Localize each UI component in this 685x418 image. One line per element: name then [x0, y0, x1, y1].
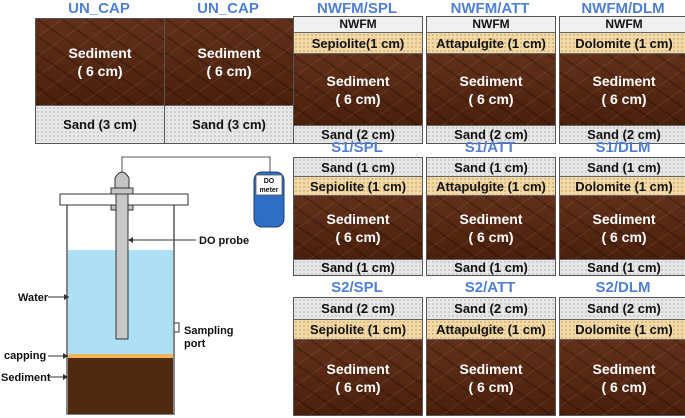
meter-label-line2: meter [259, 187, 278, 194]
panel-nwfm-att: NWFM Attapulgite (1 cm) Sediment ( 6 cm)… [426, 16, 556, 144]
sand-layer: Sand (1 cm) [427, 260, 555, 275]
panel-nwfm-spl: NWFM Sepiolite(1 cm) Sediment ( 6 cm) Sa… [293, 16, 423, 144]
water-label: Water [18, 292, 49, 304]
apparatus-diagram: DO meter DO probe Water Sampling port ca… [1, 156, 285, 415]
sediment-layer: Sediment ( 6 cm) [560, 340, 685, 415]
probe-cable [121, 156, 271, 172]
column-title-s1-spl: S1/SPL [331, 139, 383, 156]
meter-label-line1: DO [264, 178, 275, 185]
sediment-layer: Sediment ( 6 cm) [427, 54, 555, 126]
panel-s1-spl: Sand (1 cm) Sepiolite (1 cm) Sediment ( … [293, 157, 423, 276]
sand-layer: Sand (2 cm) [294, 126, 422, 143]
nwfm-layer: NWFM [294, 17, 422, 33]
column-title-s1-dlm: S1/DLM [595, 139, 651, 156]
sand-top-layer: Sand (1 cm) [294, 158, 422, 177]
panel-nwfm-dlm: NWFM Dolomite (1 cm) Sediment ( 6 cm) Sa… [559, 16, 685, 144]
cap-layer: Dolomite (1 cm) [560, 320, 685, 340]
cap-layer: Attapulgite (1 cm) [427, 320, 555, 340]
sediment-label: Sediment [1, 372, 51, 384]
sand-top-layer: Sand (2 cm) [560, 298, 685, 320]
sediment-layer: Sediment ( 6 cm) [560, 54, 685, 126]
sampling-port-label-line2: port [184, 338, 206, 350]
nwfm-layer: NWFM [427, 17, 555, 33]
sediment-layer: Sediment ( 6 cm) [294, 196, 422, 260]
sediment-body [68, 358, 173, 414]
column-title-uncap-1: UN_CAP [68, 0, 130, 17]
cap-layer: Dolomite (1 cm) [560, 177, 685, 196]
capping-layer [68, 354, 173, 358]
sand-layer: Sand (1 cm) [560, 260, 685, 275]
sand-top-layer: Sand (1 cm) [427, 158, 555, 177]
sediment-layer: Sediment ( 6 cm) [36, 19, 164, 106]
sand-top-layer: Sand (2 cm) [294, 298, 422, 320]
column-title-s2-spl: S2/SPL [331, 279, 383, 296]
sampling-port [173, 322, 180, 333]
probe-body [115, 193, 129, 340]
panel-s2-att: Sand (2 cm) Attapulgite (1 cm) Sediment … [426, 297, 556, 416]
probe-head-icon [114, 171, 130, 189]
capping-label: capping [4, 350, 46, 362]
column-title-nwfm-dlm: NWFM/DLM [581, 0, 665, 17]
sediment-layer: Sediment ( 6 cm) [294, 54, 422, 126]
nwfm-layer: NWFM [560, 17, 685, 33]
do-probe-label: DO probe [199, 235, 249, 247]
sediment-layer: Sediment ( 6 cm) [427, 340, 555, 415]
sediment-layer: Sediment ( 6 cm) [427, 196, 555, 260]
sediment-layer: Sediment ( 6 cm) [560, 196, 685, 260]
column-title-uncap-2: UN_CAP [197, 0, 259, 17]
sand-top-layer: Sand (2 cm) [427, 298, 555, 320]
column-title-nwfm-att: NWFM/ATT [450, 0, 530, 17]
cap-layer: Sepiolite(1 cm) [294, 33, 422, 54]
sand-layer: Sand (3 cm) [36, 106, 164, 143]
sand-layer: Sand (3 cm) [165, 106, 293, 143]
sediment-layer: Sediment ( 6 cm) [165, 19, 293, 106]
column-title-s1-att: S1/ATT [464, 139, 516, 156]
column-title-s2-dlm: S2/DLM [595, 279, 651, 296]
sampling-port-label-line1: Sampling [184, 325, 234, 337]
panel-uncap-2: Sediment ( 6 cm) Sand (3 cm) [164, 18, 294, 144]
cap-layer: Dolomite (1 cm) [560, 33, 685, 54]
sand-top-layer: Sand (1 cm) [560, 158, 685, 177]
cap-layer: Attapulgite (1 cm) [427, 33, 555, 54]
cap-layer: Sepiolite (1 cm) [294, 177, 422, 196]
cap-layer: Sepiolite (1 cm) [294, 320, 422, 340]
panel-s2-dlm: Sand (2 cm) Dolomite (1 cm) Sediment ( 6… [559, 297, 685, 416]
meter-display [255, 174, 283, 196]
probe-clamp [110, 187, 134, 195]
panel-s1-dlm: Sand (1 cm) Dolomite (1 cm) Sediment ( 6… [559, 157, 685, 276]
sediment-layer: Sediment ( 6 cm) [294, 340, 422, 415]
column-title-nwfm-spl: NWFM/SPL [317, 0, 397, 17]
panel-uncap-1: Sediment ( 6 cm) Sand (3 cm) [35, 18, 165, 144]
column-title-s2-att: S2/ATT [464, 279, 516, 296]
panel-s1-att: Sand (1 cm) Attapulgite (1 cm) Sediment … [426, 157, 556, 276]
cap-layer: Attapulgite (1 cm) [427, 177, 555, 196]
sand-layer: Sand (2 cm) [427, 126, 555, 143]
sand-layer: Sand (2 cm) [560, 126, 685, 143]
sand-layer: Sand (1 cm) [294, 260, 422, 275]
panel-s2-spl: Sand (2 cm) Sepiolite (1 cm) Sediment ( … [293, 297, 423, 416]
